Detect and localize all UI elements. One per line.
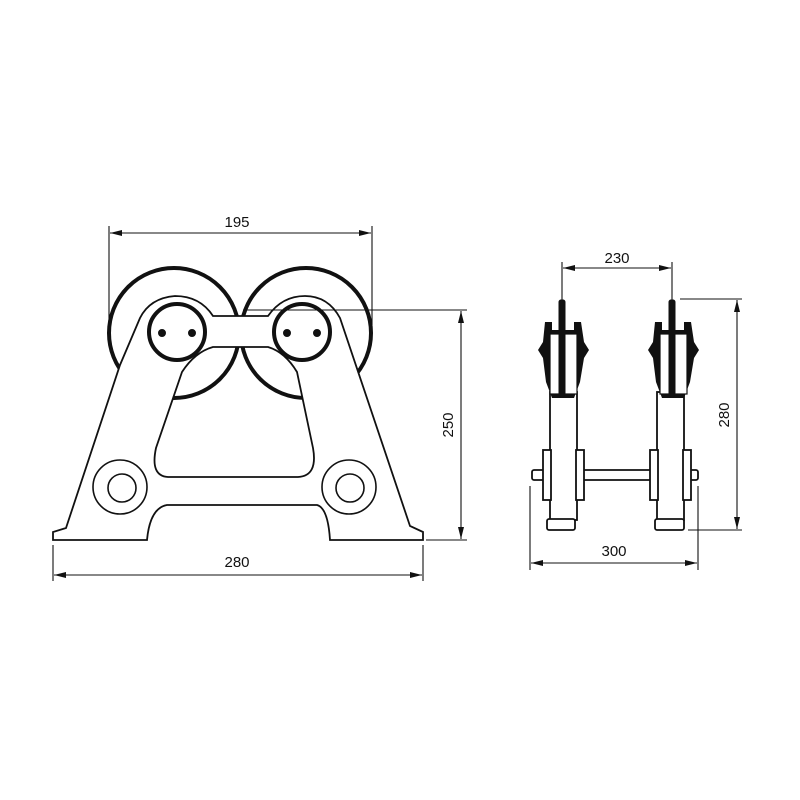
bolt-dot [188,329,196,337]
hub-flange [682,449,692,501]
shaft-rod [558,299,566,398]
bolt-dot [158,329,166,337]
left-mount-hole [107,473,137,503]
left-mount-boss [92,459,148,515]
leg [549,391,578,521]
hub-flange [649,449,659,501]
left-roller-unit [538,262,589,531]
right-hub [272,302,332,362]
side-view: 230 280 300 [529,250,742,570]
hub-flange [575,449,585,501]
front-view: 195 250 280 [52,214,467,581]
bolt-dot [313,329,321,337]
dimension-label-roller-span: 195 [224,214,249,231]
dimension-label-roller-spacing: 230 [604,250,629,267]
foot-plate [654,518,685,531]
right-mount-hole [335,473,365,503]
hub-flange [542,449,552,501]
left-hub [147,302,207,362]
dimension-label-height: 250 [440,412,457,437]
shaft-rod [668,299,676,398]
foot-plate [546,518,576,531]
right-roller-unit [648,262,699,531]
leg [656,391,685,521]
dimension-label-base-width: 280 [224,554,249,571]
right-mount-boss [321,459,377,515]
dimension-label-height: 280 [716,402,733,427]
dimension-label-overall-width: 300 [601,543,626,560]
bolt-dot [283,329,291,337]
